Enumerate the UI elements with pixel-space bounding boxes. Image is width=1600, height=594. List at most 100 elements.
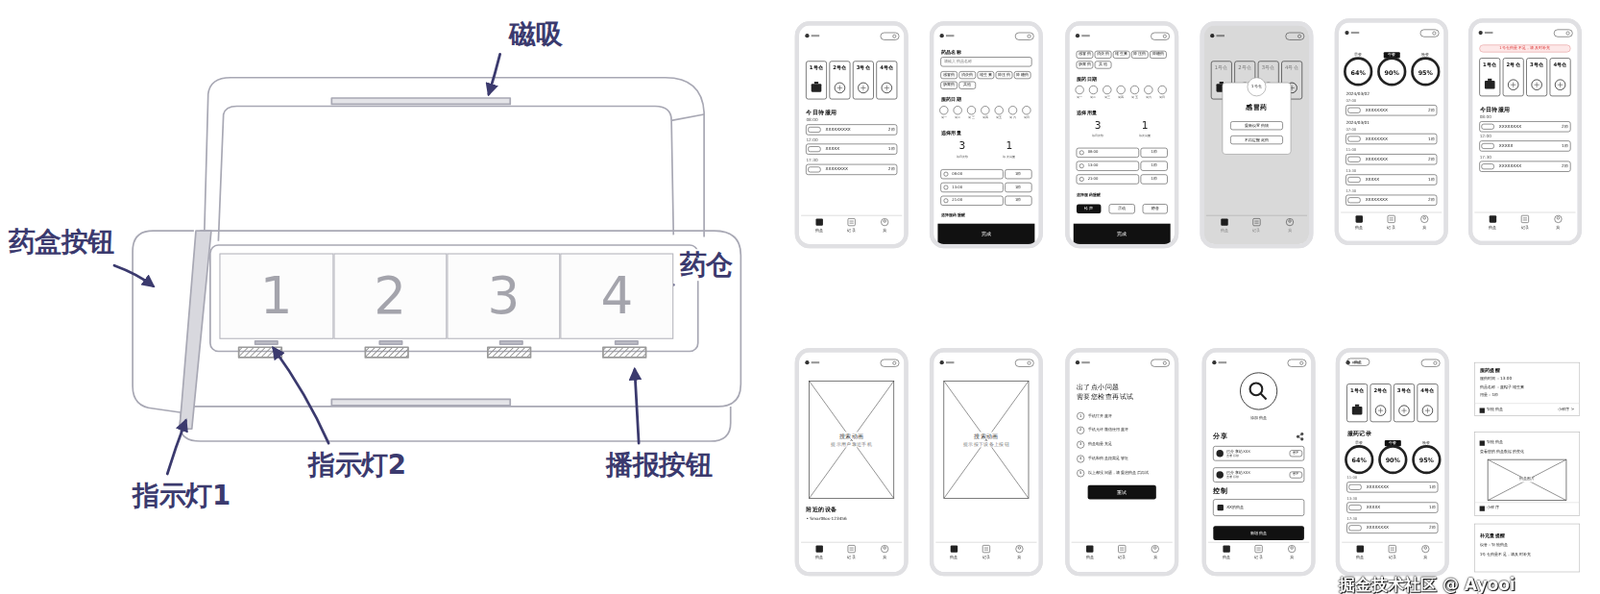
- ui-box: [880, 359, 899, 366]
- ui-box: [1349, 504, 1362, 510]
- ui-heading: 选择用量: [941, 129, 962, 136]
- ui-text: 4: [1079, 456, 1082, 461]
- ui-circle: [1151, 544, 1159, 552]
- ui-circle: [1076, 426, 1084, 434]
- button-text: 新增药盒: [1250, 530, 1267, 535]
- ui-text: 管理: [1292, 451, 1299, 456]
- ui-text: 5: [1079, 470, 1082, 475]
- ui-text: 药盒: [815, 555, 825, 560]
- ui-circle: [1421, 215, 1429, 222]
- ui-box: [1142, 204, 1168, 215]
- ui-circle: [1076, 440, 1084, 448]
- ui-box: [1109, 204, 1136, 215]
- ui-box: [876, 61, 897, 99]
- ui-box: [1076, 61, 1093, 69]
- secondary-text: 08:00: [1479, 115, 1492, 121]
- ui-text: XXXXXXXX: [825, 167, 849, 172]
- ui-text: 1号仓: [1251, 84, 1262, 90]
- ui-text: 2024/03/01: [1345, 120, 1370, 125]
- ui-line: [1474, 501, 1579, 503]
- ui-circle: [1345, 360, 1350, 364]
- button-text: 铃声: [1084, 206, 1093, 211]
- ui-text: 我: [1422, 225, 1427, 231]
- indicator-strip: [179, 230, 212, 429]
- ui-box: [1015, 32, 1034, 40]
- muted-text: 4号仓: [1284, 64, 1299, 71]
- phone-frame: [1470, 20, 1580, 243]
- ui-circle: [1079, 150, 1084, 155]
- secondary-text: 17:30: [805, 158, 818, 164]
- ui-line: [1298, 434, 1303, 437]
- ui-text: 1号仓药量不足，请及时补充: [1479, 552, 1532, 558]
- placeholder-caption: 提示用户靠近手机: [828, 440, 874, 447]
- compartment-number: 4: [600, 267, 633, 324]
- ui-box: [811, 83, 823, 93]
- ui-text: 小程序: [1486, 505, 1500, 510]
- ui-text: 震动: [1117, 206, 1127, 211]
- pill-box-sketch: [132, 77, 741, 441]
- ui-text: 查看您的药盒数据的变化: [1479, 449, 1526, 455]
- leader-arrow: [488, 53, 501, 94]
- ui-text: 08:00: [951, 171, 963, 176]
- phone-frame: [1337, 349, 1448, 574]
- ui-text: 1粒: [1150, 149, 1158, 154]
- ui-circle: [1290, 546, 1294, 550]
- ui-box: [1484, 80, 1496, 90]
- ui-heading: 服药记录: [1347, 428, 1373, 437]
- ui-circle: [1399, 405, 1410, 416]
- ui-text: 2粒: [888, 167, 896, 172]
- ui-circle: [1375, 405, 1386, 416]
- notice-card: [1474, 362, 1579, 415]
- ui-text: 1: [1005, 140, 1013, 153]
- phone-frame: [797, 23, 907, 246]
- muted-text: 我: [1287, 228, 1292, 234]
- ui-circle: [858, 82, 870, 94]
- ui-box: [944, 380, 1029, 498]
- secondary-text: 周一: [1076, 96, 1083, 100]
- ui-circle: [1163, 361, 1166, 364]
- ui-line: [800, 541, 902, 543]
- ui-box: [959, 81, 976, 89]
- ui-box: [941, 71, 958, 78]
- phone-frame: [1066, 349, 1177, 574]
- secondary-text: 每日次数: [956, 155, 970, 160]
- ui-box: [1349, 525, 1362, 531]
- ui-heading: 4号仓: [1552, 61, 1567, 68]
- ui-circle: [967, 106, 976, 116]
- ui-line: [1260, 393, 1267, 400]
- ui-circle: [804, 33, 809, 38]
- ui-text: 13:00: [1088, 163, 1099, 168]
- ui-text: 感冒药: [943, 72, 956, 76]
- ui-heading: 2号仓: [832, 64, 847, 71]
- ui-box: [1345, 194, 1437, 206]
- pill-compartment: 3: [446, 253, 560, 340]
- phone-frame: [1066, 349, 1177, 574]
- ui-circle: [1022, 106, 1032, 116]
- ui-text: 21:00: [1088, 176, 1099, 181]
- ui-text: 药品名称：蓝帽子维生素: [1479, 385, 1526, 390]
- ui-box: [1481, 123, 1495, 129]
- ui-box: [805, 61, 826, 99]
- ui-box: [1351, 31, 1360, 34]
- ui-line: [1474, 212, 1576, 214]
- ui-circle: [944, 171, 948, 176]
- ui-text: XX的药盒: [1226, 505, 1245, 510]
- ui-heading: 4号仓: [1420, 387, 1434, 393]
- ui-text: 21:00: [951, 197, 963, 202]
- ui-circle: [1380, 445, 1407, 473]
- ui-line: [809, 380, 895, 498]
- ui-box: [945, 361, 955, 364]
- ui-box: [1421, 359, 1440, 366]
- ui-box: [1347, 482, 1439, 493]
- ui-circle: [1247, 77, 1266, 97]
- ui-heading: 64%: [1352, 456, 1367, 464]
- ui-text: 管理: [1292, 472, 1299, 477]
- ui-text: 药盒: [1086, 555, 1095, 560]
- ui-box: [1347, 502, 1439, 513]
- secondary-text: 周二: [954, 116, 961, 121]
- ui-box: [1073, 223, 1171, 244]
- ui-text: 记录: [1117, 555, 1127, 560]
- ui-box: [1094, 50, 1112, 58]
- ui-circle: [1344, 58, 1372, 86]
- ui-line: [849, 549, 854, 551]
